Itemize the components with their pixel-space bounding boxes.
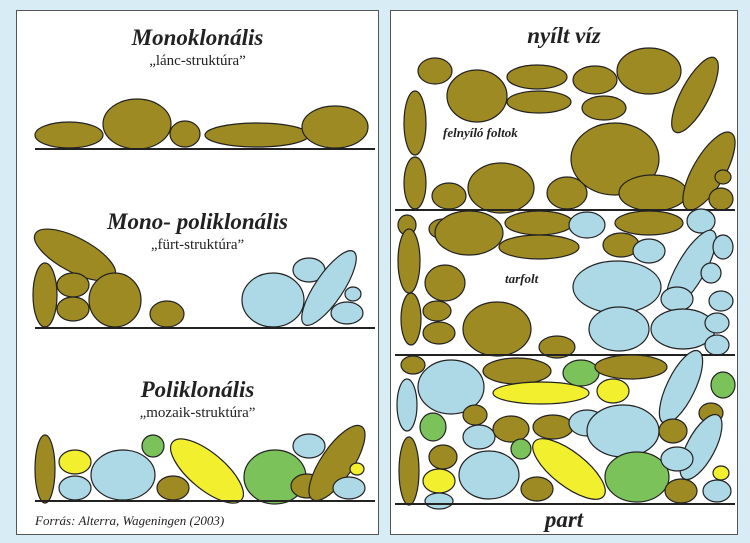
opening-patches-label: felnyíló foltok xyxy=(443,125,518,141)
clone-ellipse xyxy=(420,413,446,441)
clone-ellipse xyxy=(569,212,605,238)
clone-ellipse xyxy=(597,379,629,403)
clone-ellipse xyxy=(499,235,579,259)
clone-ellipse xyxy=(89,273,141,327)
clone-ellipse xyxy=(59,476,91,500)
clone-ellipse xyxy=(715,170,731,184)
clone-ellipse xyxy=(429,445,457,469)
clone-ellipse xyxy=(573,261,661,313)
clone-ellipse xyxy=(35,122,103,148)
clone-ellipse xyxy=(705,335,729,355)
clone-ellipse xyxy=(331,302,363,324)
clone-ellipse xyxy=(582,96,626,120)
clone-ellipse xyxy=(533,415,573,439)
clone-ellipse xyxy=(242,273,304,327)
clone-ellipse xyxy=(91,450,155,500)
open-water-title: nyílt víz xyxy=(391,23,737,49)
left-panel: Monoklonális „lánc-struktúra” Mono- poli… xyxy=(16,10,379,535)
clone-ellipse xyxy=(661,447,693,471)
gap-patch-label: tarfolt xyxy=(505,271,538,287)
clone-ellipse xyxy=(423,301,451,321)
clone-ellipse xyxy=(435,211,503,255)
clone-ellipse xyxy=(505,211,573,235)
clone-ellipse xyxy=(432,183,466,209)
clone-ellipse xyxy=(170,121,200,147)
clone-ellipse xyxy=(293,434,325,458)
clone-ellipse xyxy=(423,322,455,344)
clone-ellipse xyxy=(103,99,171,149)
clone-ellipse xyxy=(463,425,495,449)
right-diagram xyxy=(391,11,739,536)
clone-ellipse xyxy=(447,70,507,122)
clone-ellipse xyxy=(701,263,721,283)
clone-ellipse xyxy=(483,358,551,384)
clone-ellipse xyxy=(633,239,665,263)
clone-ellipse xyxy=(157,476,189,500)
clone-ellipse xyxy=(423,469,455,493)
clone-ellipse xyxy=(511,439,531,459)
clone-ellipse xyxy=(521,477,553,501)
clone-ellipse xyxy=(665,479,697,503)
clone-ellipse xyxy=(404,91,426,155)
left-diagram xyxy=(17,11,380,536)
clone-ellipse xyxy=(605,452,669,502)
clone-ellipse xyxy=(142,435,164,457)
clone-ellipse xyxy=(350,463,364,475)
zone-gap xyxy=(398,209,733,358)
clone-ellipse xyxy=(150,301,184,327)
clone-ellipse xyxy=(33,263,57,327)
clone-ellipse xyxy=(711,372,735,398)
right-panel: nyílt víz part felnyíló foltok tarfolt xyxy=(390,10,738,535)
clone-ellipse xyxy=(709,291,733,311)
cluster-structure xyxy=(27,219,365,332)
clone-ellipse xyxy=(399,437,419,505)
clone-ellipse xyxy=(705,313,729,333)
clone-ellipse xyxy=(404,157,426,209)
clone-ellipse xyxy=(398,229,420,293)
clone-ellipse xyxy=(302,106,368,148)
clone-ellipse xyxy=(589,307,649,351)
clone-ellipse xyxy=(587,405,659,457)
clone-ellipse xyxy=(619,175,687,211)
clone-ellipse xyxy=(573,66,617,94)
zone-mosaic xyxy=(397,345,735,510)
clone-ellipse xyxy=(345,287,361,301)
clone-ellipse xyxy=(418,58,452,84)
clone-ellipse xyxy=(59,450,91,474)
clone-ellipse xyxy=(468,163,534,213)
clone-ellipse xyxy=(713,235,733,259)
clone-ellipse xyxy=(333,477,365,499)
clone-ellipse xyxy=(463,302,531,356)
clone-ellipse xyxy=(615,211,683,235)
clone-ellipse xyxy=(507,91,571,113)
clone-ellipse xyxy=(401,293,421,345)
mosaic-structure xyxy=(35,418,375,514)
shore-title: part xyxy=(391,507,737,533)
clone-ellipse xyxy=(35,435,55,503)
clone-ellipse xyxy=(661,287,693,311)
clone-ellipse xyxy=(709,188,733,210)
clone-ellipse xyxy=(463,405,487,425)
clone-ellipse xyxy=(425,265,465,301)
clone-ellipse xyxy=(401,356,425,374)
clone-ellipse xyxy=(397,379,417,431)
clone-ellipse xyxy=(507,65,567,89)
clone-ellipse xyxy=(563,360,599,386)
chain-structure xyxy=(35,99,368,149)
clone-ellipse xyxy=(659,419,687,443)
clone-ellipse xyxy=(57,297,89,321)
clone-ellipse xyxy=(57,273,89,297)
clone-ellipse xyxy=(205,123,309,147)
clone-ellipse xyxy=(687,209,715,233)
clone-ellipse xyxy=(493,416,529,442)
clone-ellipse xyxy=(459,451,519,499)
clone-ellipse xyxy=(703,480,731,502)
clone-ellipse xyxy=(595,355,667,379)
clone-ellipse xyxy=(617,48,681,94)
clone-ellipse xyxy=(713,466,729,480)
